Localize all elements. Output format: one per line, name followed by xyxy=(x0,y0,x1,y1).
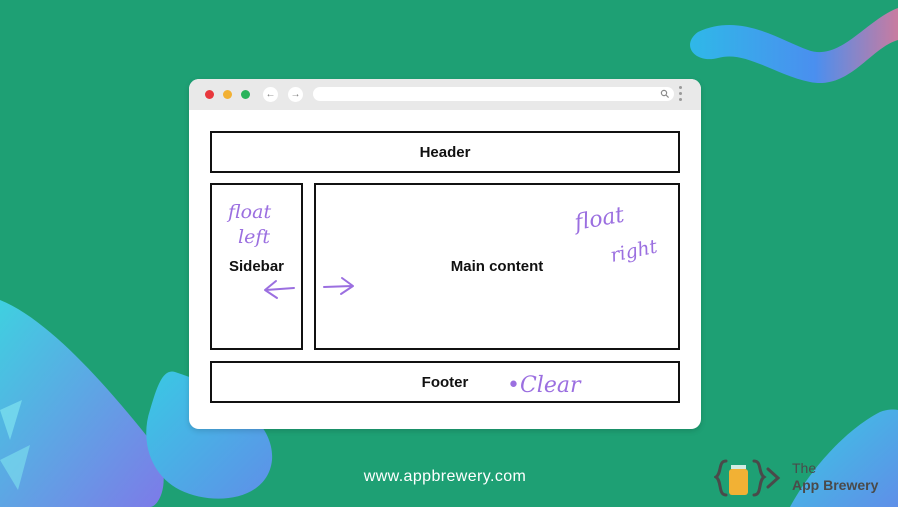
footer-region: Footer xyxy=(210,361,680,403)
main-content-label: Main content xyxy=(450,258,544,275)
left-blob xyxy=(0,300,164,507)
search-icon xyxy=(660,89,670,99)
footer-label: Footer xyxy=(421,373,469,391)
main-content-region: Main content xyxy=(314,183,680,350)
forward-arrow-icon[interactable]: → xyxy=(288,87,303,102)
center-left-blob xyxy=(146,371,273,499)
sidebar-label: Sidebar xyxy=(228,258,285,275)
browser-toolbar: ← → xyxy=(189,79,701,110)
sidebar-region: Sidebar xyxy=(210,183,303,350)
browser-window: ← → Header Sidebar Main content Footer xyxy=(189,79,701,429)
minimize-window-icon[interactable] xyxy=(223,90,232,99)
app-brewery-logo xyxy=(714,459,781,497)
header-region: Header xyxy=(210,131,680,173)
top-right-swoosh xyxy=(690,8,898,84)
header-label: Header xyxy=(419,143,471,161)
close-window-icon[interactable] xyxy=(205,90,214,99)
more-options-icon[interactable] xyxy=(679,86,683,103)
brand-line-1: The xyxy=(792,460,817,476)
address-bar[interactable] xyxy=(313,87,674,101)
back-arrow-icon[interactable]: ← xyxy=(263,87,278,102)
brand-line-2: App Brewery xyxy=(792,477,879,493)
bottom-right-blob xyxy=(790,409,898,507)
maximize-window-icon[interactable] xyxy=(241,90,250,99)
website-url[interactable]: www.appbrewery.com xyxy=(363,468,527,485)
